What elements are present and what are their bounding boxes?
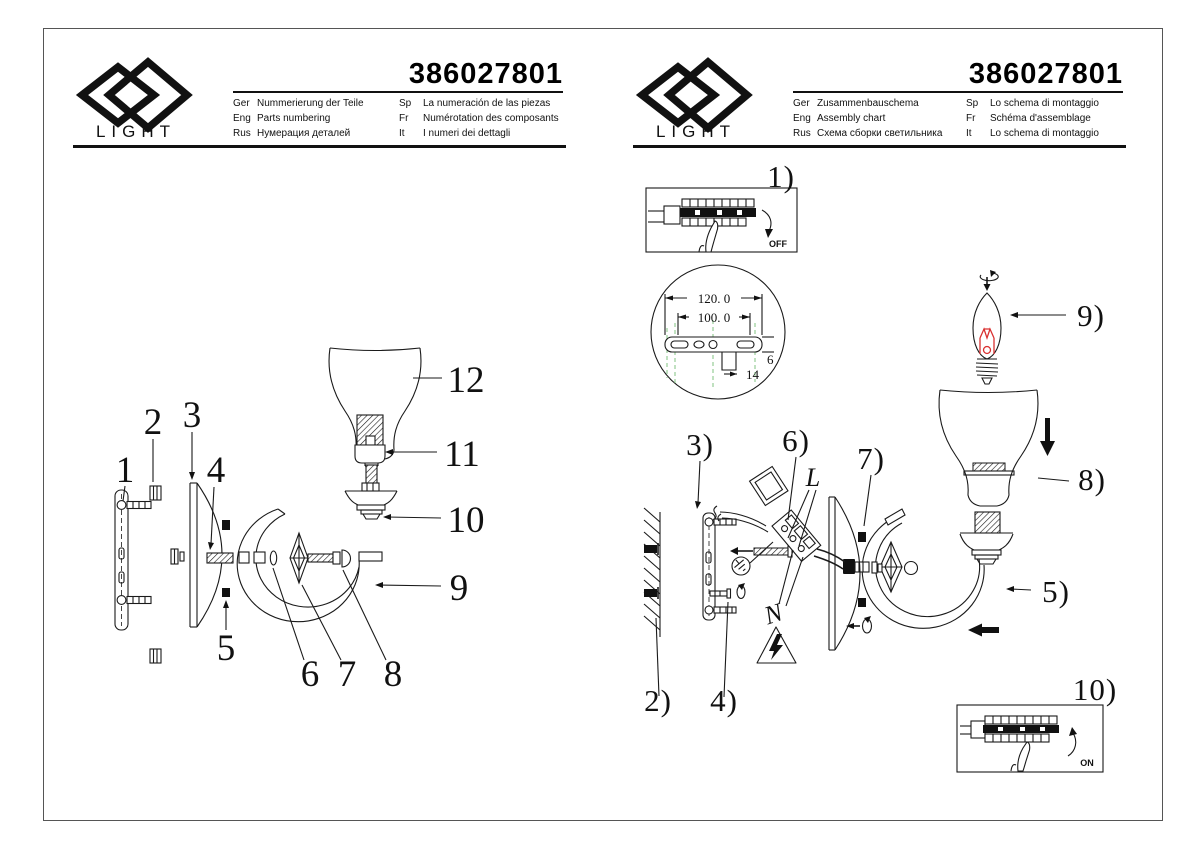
product-code: 386027801: [968, 58, 1123, 90]
part-label-9: 9: [450, 568, 469, 609]
shade-socket-cup-parts: [328, 347, 422, 520]
mw-light-logo: [75, 57, 193, 133]
step-label-10: 10): [1073, 672, 1117, 707]
ground-symbol: [731, 541, 774, 576]
arm-and-ornament-parts: [236, 508, 383, 623]
wire-label-neutral: N: [760, 597, 788, 631]
sheet-border: [43, 28, 1163, 821]
wall-with-anchors: [643, 507, 661, 697]
wire-label-live: L: [805, 463, 820, 492]
product-code: 386027801: [408, 58, 563, 90]
breaker-off-text: OFF: [769, 239, 787, 249]
bulb-step: [972, 270, 1066, 385]
lock-nuts-part: [222, 520, 230, 597]
part-label-7: 7: [338, 654, 357, 695]
assembly-chart-diagram: OFF 1) 120. 0 100. 0: [643, 159, 1117, 773]
dim-hole-spacing: 100. 0: [698, 310, 731, 325]
wall-bracket-part: [114, 489, 152, 631]
part-label-5: 5: [217, 628, 236, 669]
crystal-diamond-part: [289, 531, 309, 585]
dim-outer-width: 120. 0: [698, 291, 731, 306]
code-underline: [233, 91, 563, 93]
part-label-4: 4: [207, 450, 226, 491]
dim-bar-height: 6: [767, 352, 774, 367]
step-label-5: 5): [1042, 574, 1070, 609]
part-label-11: 11: [444, 434, 480, 475]
junction-box: [748, 465, 789, 507]
code-underline: [793, 91, 1123, 93]
fixing-screws: [709, 545, 793, 698]
step-label-3: 3): [686, 427, 714, 462]
threaded-rod-part: [206, 552, 234, 564]
finger-pointer: [705, 220, 719, 253]
breaker-on-inset: ON: [956, 704, 1104, 773]
spacer-part: [269, 550, 278, 566]
rotate-screw-symbol: [846, 616, 873, 634]
part-label-8: 8: [384, 654, 403, 695]
leader-lines: [122, 377, 442, 661]
part-label-3: 3: [183, 395, 202, 436]
part-label-6: 6: [301, 654, 320, 695]
arm-end-tab: [358, 551, 383, 562]
part-label-1: 1: [116, 450, 135, 491]
part-label-12: 12: [448, 360, 485, 401]
ball-finial: [903, 560, 919, 576]
arm-end-tab: [884, 508, 906, 526]
dim-slot-depth: 14: [746, 367, 760, 382]
step-label-2: 2): [644, 683, 672, 718]
brand-text: LIGHT: [95, 122, 177, 141]
mounting-nuts-part: [149, 485, 162, 664]
crystal-diamond: [879, 540, 903, 594]
step-label-7: 7): [857, 441, 885, 476]
step-label-8: 8): [1078, 462, 1106, 497]
bulb-filament: [979, 327, 995, 355]
parts-exploded-diagram: 1 2 3 4 5 6 7 8 9 10 11 12: [114, 347, 485, 695]
dome-cap-part: [341, 549, 351, 568]
finger-pointer: [1017, 741, 1031, 772]
terminal-block: [771, 509, 822, 563]
part-number-labels: 1 2 3 4 5 6 7 8 9 10 11 12: [116, 360, 485, 695]
part-label-10: 10: [448, 500, 485, 541]
mw-light-logo: [635, 57, 753, 133]
mounting-bar-dimension-detail: 120. 0 100. 0 14 6: [650, 264, 786, 400]
header-rule-left: [73, 145, 566, 148]
brand-text: LIGHT: [655, 122, 737, 141]
breaker-off-inset: OFF: [645, 187, 798, 253]
plate-and-nuts-group: [828, 474, 872, 651]
header-rule-right: [633, 145, 1126, 148]
step-label-6: 6): [782, 423, 810, 458]
part-label-2: 2: [144, 402, 163, 443]
step-label-4: 4): [710, 683, 738, 718]
breaker-on-text: ON: [1080, 758, 1094, 768]
electric-warning-icon: [756, 626, 797, 664]
wiring-group: L N: [712, 456, 822, 664]
assembled-arm-group: [813, 508, 1032, 637]
step-label-9: 9): [1077, 298, 1105, 333]
shade-step: [938, 389, 1070, 507]
step-label-1: 1): [767, 159, 795, 194]
